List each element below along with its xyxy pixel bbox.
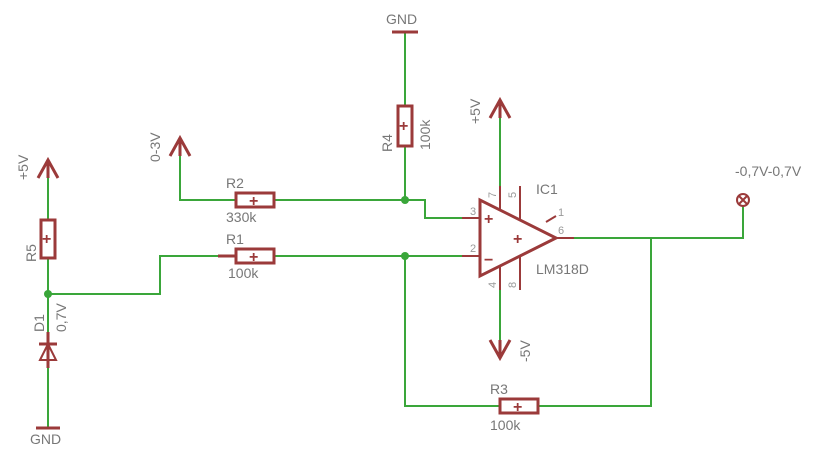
opamp-ic1: + − + 3 2 1 6 7 5 4 8 IC1 LM318D (462, 181, 589, 290)
gnd-symbol-bottom: GND (30, 426, 61, 447)
diode-d1: D1 0,7V (31, 303, 69, 368)
ic1-name: IC1 (536, 181, 558, 197)
wire-node-b-r3 (404, 255, 501, 407)
vcc-opamp-label: +5V (467, 98, 483, 124)
ic1-value: LM318D (536, 261, 589, 277)
svg-text:+: + (42, 231, 51, 248)
pin-1-number: 1 (558, 207, 564, 219)
junction-node-b (401, 252, 409, 260)
vcc-symbol-opamp: +5V (467, 96, 512, 124)
vee-symbol-opamp: -5V (488, 339, 533, 362)
pin-7-number: 7 (487, 192, 499, 198)
svg-text:+: + (249, 193, 258, 210)
r3-value: 100k (490, 417, 521, 433)
r1-name: R1 (226, 231, 244, 247)
wire-r2-pin3 (273, 199, 479, 219)
wire-pin6-output (573, 205, 744, 239)
opamp-minus-sign: − (484, 252, 493, 269)
vcc-symbol-left: +5V (15, 154, 60, 180)
gnd-bottom-label: GND (30, 431, 61, 447)
gnd-symbol-top: GND (386, 11, 418, 34)
r4-value: 100k (417, 119, 433, 150)
resistor-r5: + R5 (23, 218, 57, 262)
wires (47, 33, 744, 429)
pin-6-number: 6 (558, 225, 564, 237)
r2-value: 330k (226, 209, 257, 225)
resistor-r2: + R2 330k (226, 175, 276, 225)
resistor-r3: + R3 100k (490, 381, 540, 433)
opamp-plus-sign: + (484, 211, 493, 228)
d1-name: D1 (31, 314, 47, 332)
gnd-top-label: GND (386, 11, 417, 27)
wire-node-d-r1 (47, 255, 219, 295)
r2-name: R2 (226, 175, 244, 191)
input-symbol: 0-3V (147, 132, 192, 162)
svg-text:+: + (249, 249, 258, 266)
wire-r3-node-c (537, 237, 652, 407)
vcc-left-label: +5V (15, 154, 31, 180)
wire-input-r2 (179, 147, 237, 201)
pin-3-number: 3 (470, 206, 476, 218)
r3-name: R3 (490, 381, 508, 397)
svg-text:+: + (399, 118, 408, 135)
junction-node-d (44, 290, 52, 298)
r1-value: 100k (228, 265, 259, 281)
resistor-r1: + R1 100k (226, 231, 276, 281)
pin-4-number: 4 (487, 282, 499, 288)
r5-name: R5 (23, 244, 39, 262)
output-terminal: -0,7V-0,7V (735, 163, 802, 207)
junction-node-a (401, 196, 409, 204)
r4-name: R4 (379, 134, 395, 152)
pin-5-number: 5 (507, 192, 519, 198)
output-label: -0,7V-0,7V (735, 163, 802, 179)
pin-8-number: 8 (507, 282, 519, 288)
svg-text:+: + (513, 399, 522, 416)
pin-2-number: 2 (470, 243, 476, 255)
d1-value: 0,7V (53, 303, 69, 332)
pin-1-stub (545, 215, 557, 223)
opamp-center-plus: + (513, 231, 522, 248)
input-label: 0-3V (147, 132, 163, 162)
vee-opamp-label: -5V (517, 340, 533, 362)
resistor-r4: + R4 100k (379, 104, 433, 152)
